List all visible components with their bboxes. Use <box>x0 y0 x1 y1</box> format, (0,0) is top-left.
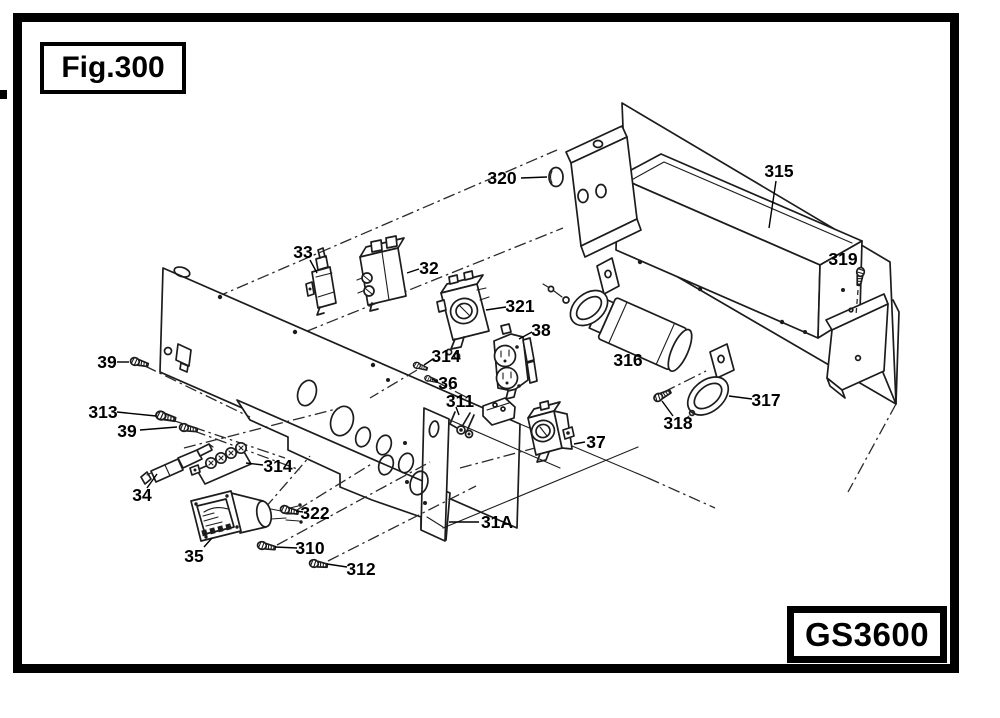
model-number: GS3600 <box>804 615 930 653</box>
bracket-320-drawing <box>174 125 642 341</box>
switch-311-drawing <box>449 397 516 439</box>
front-panel-31A-drawing <box>236 379 639 542</box>
part-leader-314 <box>245 462 264 466</box>
cover-box-315-drawing <box>615 102 897 405</box>
part-label-310: 310 <box>295 538 324 558</box>
part-leader-33 <box>309 259 318 274</box>
figure-number-box: Fig.300 <box>40 42 186 94</box>
part-label-321: 321 <box>505 296 534 316</box>
screw-313-drawing <box>154 409 178 425</box>
part-label-39: 39 <box>117 421 137 441</box>
part-label-319: 319 <box>828 249 857 269</box>
part-label-317: 317 <box>751 390 780 410</box>
part-label-35: 35 <box>184 546 204 566</box>
part-label-36: 36 <box>438 373 458 393</box>
part-label-33: 33 <box>293 242 313 262</box>
screw-310-drawing <box>256 540 277 553</box>
alignment-axes <box>144 365 707 562</box>
part-label-38: 38 <box>531 320 551 340</box>
part-leader-318 <box>661 400 674 417</box>
clamp-upper-drawing <box>542 257 620 327</box>
model-number-box: GS3600 <box>787 606 947 663</box>
switch-33-drawing <box>305 247 337 316</box>
screw-39-bottom-drawing <box>178 422 199 435</box>
part-label-314: 314 <box>263 456 292 476</box>
part-leader-34 <box>146 473 158 489</box>
part-label-313: 313 <box>88 402 117 422</box>
part-leader-314 <box>423 358 434 366</box>
part-label-320: 320 <box>487 168 516 188</box>
breaker-32-drawing <box>356 235 407 312</box>
figure-number: Fig.300 <box>61 51 165 84</box>
part-label-37: 37 <box>586 432 605 452</box>
part-leader-321 <box>485 306 507 311</box>
part-leader-320 <box>520 176 548 179</box>
part-label-32: 32 <box>419 258 439 278</box>
part-leader-32 <box>406 268 420 274</box>
terminal-block-314-drawing <box>189 441 252 485</box>
sensor-34-drawing <box>140 443 214 485</box>
part-leader-322 <box>295 510 304 513</box>
breaker-37-drawing <box>527 400 575 463</box>
part-leader-35 <box>203 537 213 548</box>
part-label-311: 311 <box>446 391 474 411</box>
clamp-317-drawing <box>683 343 735 421</box>
part-label-316: 316 <box>613 350 642 370</box>
part-label-318: 318 <box>663 413 692 433</box>
receptacle-38-drawing <box>493 323 538 400</box>
part-label-31A: 31A <box>481 512 513 532</box>
breaker-321-drawing <box>436 270 490 360</box>
screw-312-drawing <box>308 558 329 570</box>
part-label-34: 34 <box>132 485 152 505</box>
part-leader-312 <box>326 563 348 568</box>
bracket-319-drawing <box>825 266 889 399</box>
part-leader-317 <box>728 395 753 400</box>
part-leader-310 <box>274 546 298 549</box>
part-label-322: 322 <box>300 503 329 523</box>
part-label-315: 315 <box>764 161 793 181</box>
part-leader-313 <box>116 411 157 417</box>
meter-35-drawing <box>190 490 303 542</box>
part-label-314: 314 <box>431 346 460 366</box>
part-label-39: 39 <box>97 352 117 372</box>
part-leader-36 <box>431 378 439 383</box>
knob-320-drawing <box>548 166 564 188</box>
part-leader-38 <box>518 331 533 340</box>
part-leader-315 <box>768 180 777 229</box>
screw-314-top-drawing <box>411 360 429 373</box>
scan-artifact <box>0 90 7 99</box>
part-leader-37 <box>573 441 586 445</box>
screw-39-top-drawing <box>128 355 150 370</box>
part-leader-39 <box>139 426 178 431</box>
part-leader-311 <box>455 406 460 416</box>
part-label-312: 312 <box>346 559 375 579</box>
screw-318-drawing <box>651 386 673 404</box>
